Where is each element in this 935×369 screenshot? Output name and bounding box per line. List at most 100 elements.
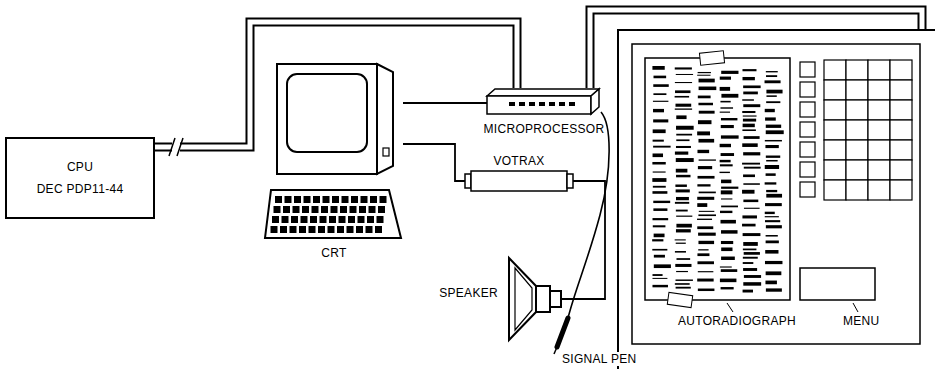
- band: [721, 241, 733, 244]
- band: [743, 290, 753, 293]
- band: [676, 229, 691, 232]
- band: [653, 140, 664, 142]
- band: [721, 153, 734, 156]
- band: [697, 226, 713, 229]
- band: [765, 117, 776, 120]
- band: [675, 251, 686, 253]
- band: [653, 109, 664, 112]
- band: [765, 140, 782, 141]
- key: [367, 216, 374, 223]
- band: [675, 90, 690, 93]
- digitizer-tablet: [618, 30, 935, 369]
- band: [654, 264, 671, 268]
- band: [653, 208, 667, 211]
- band: [743, 85, 761, 88]
- band: [653, 153, 663, 157]
- band: [721, 118, 737, 120]
- led: [509, 102, 515, 106]
- menu-cell: [824, 120, 846, 140]
- band: [676, 210, 688, 212]
- band: [675, 108, 692, 109]
- tape: [699, 51, 724, 65]
- band: [766, 90, 782, 94]
- part-label: AUTORADIOGRAPH: [678, 314, 796, 328]
- band: [743, 200, 758, 203]
- band: [766, 125, 781, 128]
- band: [676, 224, 691, 228]
- band: [676, 271, 688, 272]
- menu-cell: [868, 100, 890, 120]
- band: [720, 279, 737, 283]
- band: [765, 220, 780, 222]
- menu-cell: [868, 160, 890, 180]
- band: [743, 92, 758, 95]
- band: [676, 197, 689, 200]
- menu-cell: [868, 80, 890, 100]
- key: [312, 206, 319, 213]
- menu-cell: [890, 180, 912, 200]
- band: [653, 101, 668, 102]
- menu-key: [800, 82, 815, 97]
- band: [721, 187, 738, 189]
- band: [743, 77, 755, 80]
- monitor-front: [277, 64, 377, 174]
- leader-line: [853, 303, 858, 312]
- key: [313, 196, 320, 203]
- band: [676, 175, 690, 177]
- band: [699, 211, 715, 212]
- key: [337, 226, 344, 233]
- band: [699, 159, 716, 160]
- key: [272, 216, 279, 223]
- band: [720, 172, 730, 173]
- menu-cell: [824, 160, 846, 180]
- band: [720, 211, 732, 213]
- band: [743, 119, 756, 122]
- band: [698, 120, 712, 124]
- band: [698, 72, 711, 73]
- key: [304, 196, 311, 203]
- band: [743, 183, 759, 185]
- menu-cell: [824, 60, 846, 80]
- key: [351, 196, 358, 203]
- band: [698, 214, 716, 216]
- band: [742, 69, 756, 71]
- key: [294, 196, 301, 203]
- menu-cell: [846, 160, 868, 180]
- band: [720, 77, 731, 80]
- band: [652, 274, 662, 276]
- signal-pen: [557, 318, 568, 347]
- pen-tip: [554, 347, 557, 354]
- band: [721, 125, 734, 128]
- box-side: [591, 89, 599, 114]
- keyboard: [265, 190, 401, 238]
- band: [766, 71, 778, 72]
- part-label: VOTRAX: [493, 154, 544, 168]
- menu-cell: [868, 140, 890, 160]
- break-mark: [169, 138, 175, 156]
- band: [720, 144, 731, 147]
- band: [720, 164, 733, 166]
- micro-node: MICROPROCESSOR: [487, 88, 604, 136]
- band: [652, 178, 666, 182]
- menu-cell: [890, 60, 912, 80]
- band: [652, 66, 664, 70]
- band: [698, 166, 712, 169]
- box-label: DEC PDP11-44: [37, 182, 124, 196]
- end-cap: [465, 174, 471, 188]
- menu-cell: [868, 60, 890, 80]
- band: [652, 239, 663, 241]
- key: [369, 206, 376, 213]
- key: [348, 216, 355, 223]
- box-front: [487, 96, 591, 114]
- cone-inner: [515, 268, 532, 330]
- key: [301, 216, 308, 223]
- band: [765, 203, 782, 206]
- menu-cell: [824, 140, 846, 160]
- key: [329, 216, 336, 223]
- band: [743, 124, 755, 128]
- band: [743, 262, 754, 264]
- band: [653, 129, 666, 133]
- leader-line: [727, 303, 733, 312]
- autoradiograph-bands: [652, 66, 784, 292]
- box-label: CPU: [67, 160, 93, 174]
